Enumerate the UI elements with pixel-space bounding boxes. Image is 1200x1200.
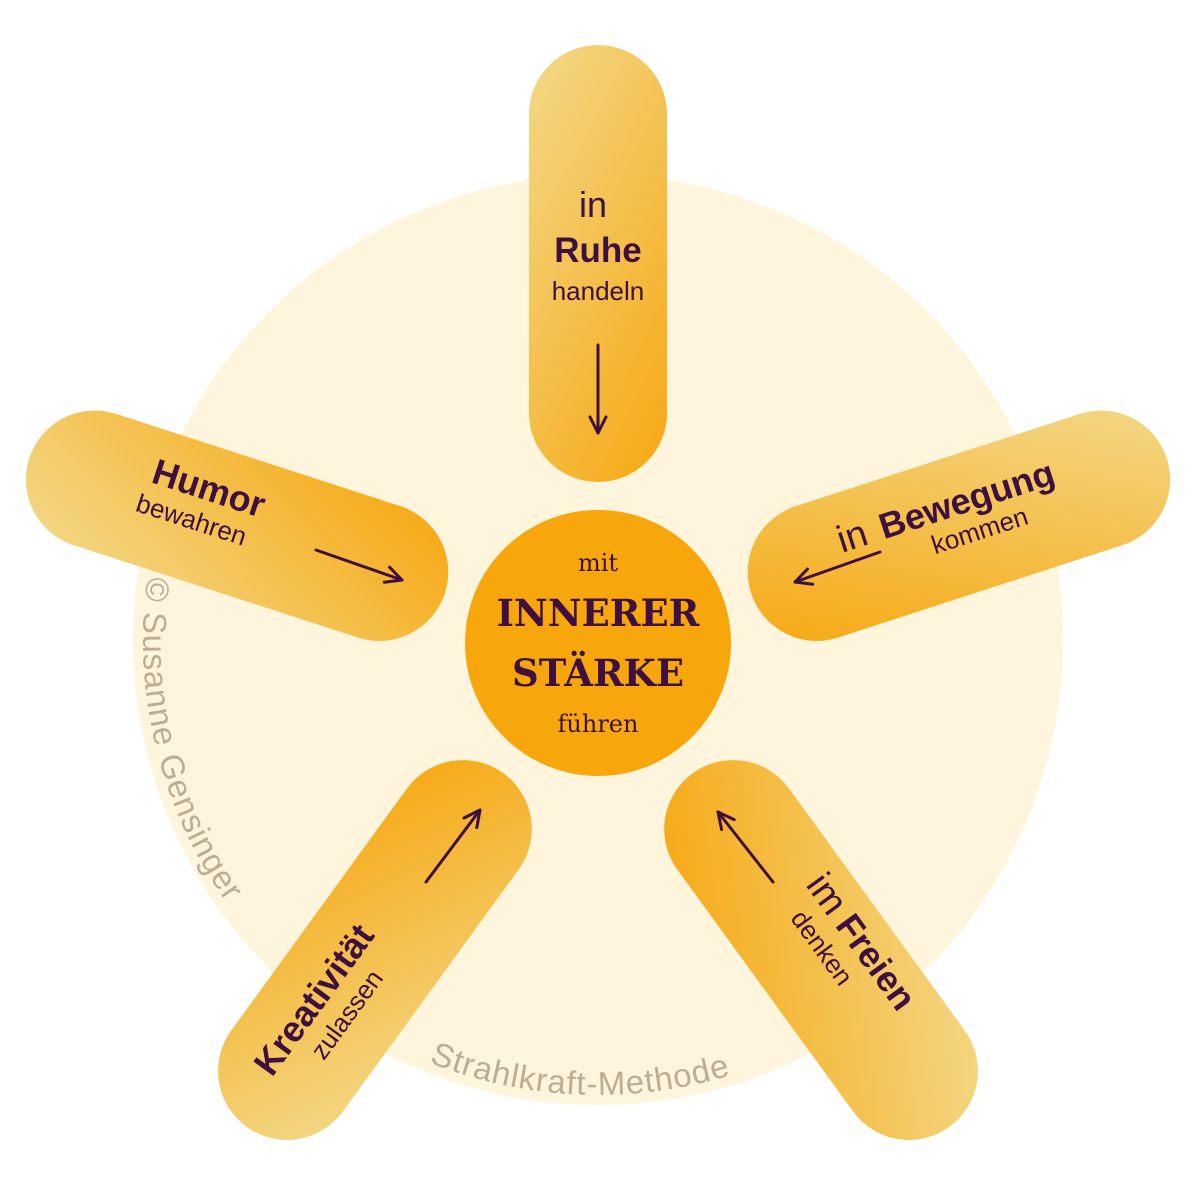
center-line-mit: mit <box>578 549 618 577</box>
center-line-fuehren: führen <box>558 710 639 738</box>
arrow-kreativitaet-icon <box>424 808 482 884</box>
label-ruhe: in Ruhe handeln <box>552 184 645 306</box>
center-line-staerke: STÄRKE <box>512 650 684 695</box>
arrow-humor-icon <box>314 548 404 584</box>
ray-bewegung <box>747 410 1171 641</box>
ruhe-prefix: in <box>579 184 607 225</box>
center-line-innerer: INNERER <box>497 591 700 635</box>
rays <box>25 45 1171 1140</box>
arrow-bewegung-icon <box>793 550 882 586</box>
ray-kreativitaet <box>218 760 532 1140</box>
center-text: mit INNERER STÄRKE führen <box>497 549 700 738</box>
ray-freien <box>664 760 978 1140</box>
ruhe-verb: handeln <box>552 276 645 306</box>
ray-humor <box>25 410 449 641</box>
ruhe-keyword: Ruhe <box>554 231 642 270</box>
center-circle <box>465 510 731 776</box>
arrow-freien-icon <box>716 810 775 884</box>
ray-ruhe <box>529 45 667 482</box>
